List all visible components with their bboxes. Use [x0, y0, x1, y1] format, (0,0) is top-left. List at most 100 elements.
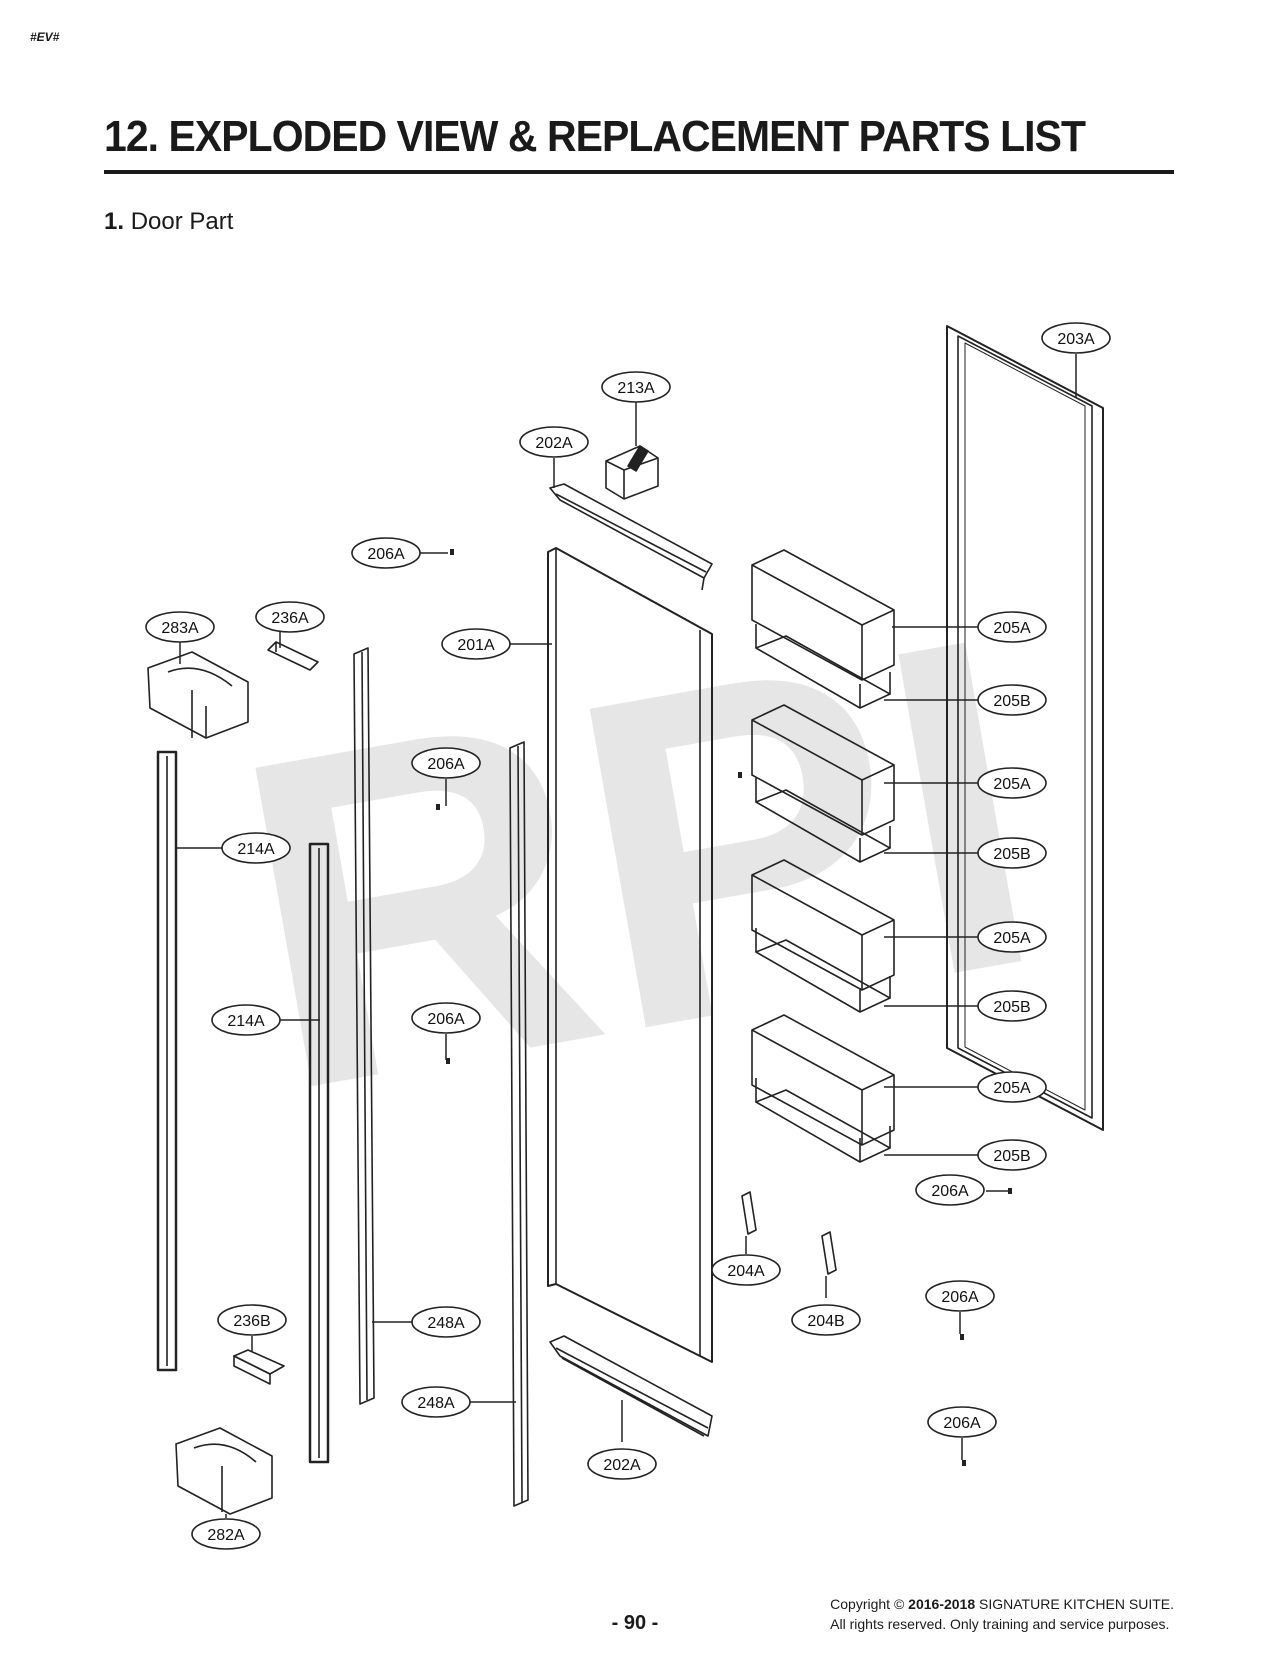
callout-205B-2: 205B: [977, 837, 1047, 869]
callout-236B: 236B: [217, 1304, 287, 1336]
callout-202A-bottom: 202A: [587, 1448, 657, 1480]
callout-248A-2: 248A: [401, 1386, 471, 1418]
copyright-notice: Copyright © 2016-2018 SIGNATURE KITCHEN …: [830, 1594, 1174, 1634]
svg-text:214A: 214A: [237, 841, 275, 858]
left-side-rail: [353, 647, 375, 1405]
door-damper-right: [308, 842, 330, 1464]
svg-text:204A: 204A: [727, 1263, 765, 1280]
bottom-door-cap: [549, 1335, 713, 1437]
callout-206A-3: 206A: [411, 1002, 481, 1034]
svg-text:283A: 283A: [161, 620, 199, 637]
callout-205A-2: 205A: [977, 767, 1047, 799]
copyright-prefix: Copyright ©: [830, 1596, 905, 1612]
page-title: 12. EXPLODED VIEW & REPLACEMENT PARTS LI…: [104, 112, 1086, 161]
door-tray-4: [755, 1078, 891, 1163]
svg-text:206A: 206A: [427, 756, 465, 773]
screw-206a-5: [1008, 1188, 1012, 1194]
svg-text:201A: 201A: [457, 637, 495, 654]
svg-text:205B: 205B: [993, 999, 1030, 1016]
part-callouts: 203A 213A 202A 206A 236A 283A 201A 205A …: [145, 322, 1111, 1550]
callout-203A: 203A: [1041, 322, 1111, 354]
door-tray-1: [755, 624, 891, 709]
callout-205B-3: 205B: [977, 990, 1047, 1022]
screw-206a-7: [962, 1460, 966, 1466]
callout-202A-top: 202A: [519, 426, 589, 458]
callout-205B-4: 205B: [977, 1139, 1047, 1171]
hinge-bracket: [605, 445, 659, 500]
callout-214A-2: 214A: [211, 1004, 281, 1036]
hinge-shim-lower: [233, 1349, 285, 1385]
svg-text:205A: 205A: [993, 1080, 1031, 1097]
svg-text:206A: 206A: [943, 1415, 981, 1432]
door-bin-2: [751, 704, 895, 836]
document-tag: #EV#: [30, 30, 60, 44]
callout-206A-1: 206A: [351, 537, 421, 569]
rights-line: All rights reserved. Only training and s…: [830, 1616, 1170, 1632]
callout-206A-2: 206A: [411, 747, 481, 779]
screw-206a-1: [450, 549, 454, 555]
door-bin-3: [751, 859, 895, 991]
callout-201A: 201A: [441, 628, 511, 660]
svg-text:205A: 205A: [993, 620, 1031, 637]
screw-206a-3: [446, 1058, 450, 1064]
svg-text:205B: 205B: [993, 1148, 1030, 1165]
door-bin-4: [751, 1014, 895, 1146]
lower-hinge-assembly: [175, 1427, 273, 1515]
svg-text:205B: 205B: [993, 846, 1030, 863]
copyright-years: 2016-2018: [908, 1596, 976, 1612]
callout-213A: 213A: [601, 371, 671, 403]
callout-205A-3: 205A: [977, 921, 1047, 953]
svg-text:236B: 236B: [233, 1313, 270, 1330]
screw-206a-2: [436, 804, 440, 810]
svg-text:206A: 206A: [941, 1289, 979, 1306]
svg-text:202A: 202A: [603, 1457, 641, 1474]
hinge-shim-upper: [267, 641, 319, 671]
right-side-rail: [509, 741, 529, 1507]
cover-part-204a: [741, 1191, 757, 1235]
callout-236A: 236A: [255, 601, 325, 633]
callout-214A-1: 214A: [221, 832, 291, 864]
upper-hinge-assembly: [147, 651, 249, 739]
door-tray-2: [755, 778, 891, 863]
title-underline: [104, 170, 1174, 174]
callout-206A-5: 206A: [925, 1280, 995, 1312]
screw-206a-4: [738, 772, 742, 778]
section-name: Door Part: [130, 208, 234, 235]
svg-text:202A: 202A: [535, 435, 573, 452]
callout-205A-1: 205A: [977, 611, 1047, 643]
callout-282A: 282A: [191, 1518, 261, 1550]
callout-283A: 283A: [145, 611, 215, 643]
callout-204A: 204A: [711, 1254, 781, 1286]
copyright-line: Copyright © 2016-2018 SIGNATURE KITCHEN …: [830, 1594, 1174, 1614]
callout-205B-1: 205B: [977, 684, 1047, 716]
svg-text:213A: 213A: [617, 380, 655, 397]
leader-lines: [176, 354, 1077, 1518]
copyright-holder: SIGNATURE KITCHEN SUITE.: [979, 1596, 1174, 1612]
top-door-cap: [549, 483, 713, 591]
svg-text:236A: 236A: [271, 610, 309, 627]
svg-text:205B: 205B: [993, 693, 1030, 710]
svg-text:248A: 248A: [417, 1395, 455, 1412]
cover-part-204b: [821, 1231, 837, 1275]
callout-206A-6: 206A: [927, 1406, 997, 1438]
callout-206A-4: 206A: [915, 1174, 985, 1206]
door-panel: [547, 547, 713, 1363]
watermark: RPI: [207, 537, 1070, 1190]
svg-text:214A: 214A: [227, 1013, 265, 1030]
svg-text:282A: 282A: [207, 1527, 245, 1544]
svg-text:248A: 248A: [427, 1315, 465, 1332]
svg-text:206A: 206A: [931, 1183, 969, 1200]
section-number: 1.: [104, 208, 125, 235]
svg-text:205A: 205A: [993, 930, 1031, 947]
callout-248A-1: 248A: [411, 1306, 481, 1338]
svg-text:205A: 205A: [993, 776, 1031, 793]
screws: [436, 549, 1012, 1466]
svg-text:206A: 206A: [427, 1011, 465, 1028]
screw-206a-6: [960, 1334, 964, 1340]
section-heading: 1. Door Part: [104, 208, 233, 236]
door-damper-left: [156, 750, 178, 1372]
door-bin-1: [751, 549, 895, 681]
callout-205A-4: 205A: [977, 1071, 1047, 1103]
callout-204B: 204B: [791, 1304, 861, 1336]
